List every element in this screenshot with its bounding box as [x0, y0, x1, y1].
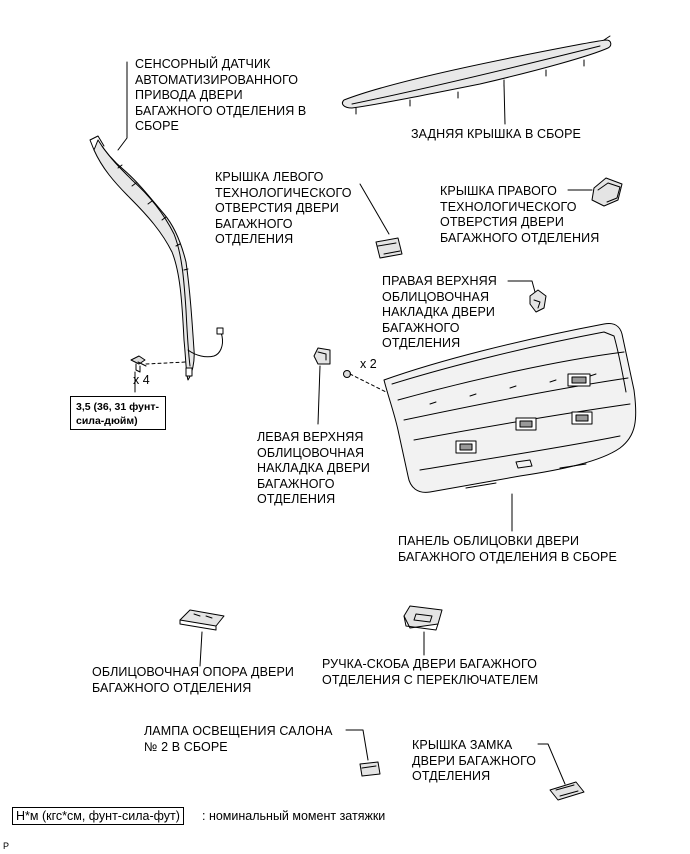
lock-cover-part [549, 781, 585, 801]
right-hole-cover-label: КРЫШКА ПРАВОГО ТЕХНОЛОГИЧЕСКОГО ОТВЕРСТИ… [440, 184, 600, 245]
lock-cover-leader [537, 743, 566, 785]
sensor-label: СЕНСОРНЫЙ ДАТЧИК АВТОМАТИЗИРОВАННОГО ПРИ… [135, 57, 307, 133]
trim-panel-label: ПАНЕЛЬ ОБЛИЦОВКИ ДВЕРИ БАГАЖНОГО ОТДЕЛЕН… [398, 534, 617, 564]
room-lamp-part [359, 761, 381, 777]
right-upper-garnish-part [529, 289, 547, 313]
left-hole-cover-part [375, 237, 403, 259]
trim-support-part [179, 609, 225, 631]
screw-part [130, 355, 187, 393]
clip-quantity: x 2 [360, 357, 377, 371]
right-upper-garnish-label: ПРАВАЯ ВЕРХНЯЯ ОБЛИЦОВОЧНАЯ НАКЛАДКА ДВЕ… [382, 274, 497, 350]
torque-spec-box: 3,5 (36, 31 фунт- сила-дюйм) [70, 396, 166, 430]
sensor-leader [117, 61, 128, 151]
room-lamp-label: ЛАМПА ОСВЕЩЕНИЯ САЛОНА № 2 В СБОРЕ [144, 724, 333, 754]
lock-cover-label: КРЫШКА ЗАМКА ДВЕРИ БАГАЖНОГО ОТДЕЛЕНИЯ [412, 738, 537, 783]
trim-support-label: ОБЛИЦОВОЧНАЯ ОПОРА ДВЕРИ БАГАЖНОГО ОТДЕЛ… [92, 665, 294, 695]
handle-label: РУЧКА-СКОБА ДВЕРИ БАГАЖНОГО ОТДЕЛЕНИЯ С … [322, 657, 539, 687]
legend-description: : номинальный момент затяжки [202, 809, 386, 823]
left-upper-garnish-leader [317, 365, 321, 425]
rear-cover-label: ЗАДНЯЯ КРЫШКА В СБОРЕ [411, 127, 581, 141]
corner-code: P [3, 841, 10, 851]
screw-quantity: x 4 [133, 373, 150, 387]
left-upper-garnish-part [313, 347, 331, 365]
trim-panel-part [383, 323, 637, 493]
left-hole-cover-label: КРЫШКА ЛЕВОГО ТЕХНОЛОГИЧЕСКОГО ОТВЕРСТИЯ… [215, 170, 352, 246]
legend-units-box: Н*м (кгс*см, фунт-сила-фут) [12, 807, 184, 825]
left-hole-cover-leader [359, 183, 390, 235]
clip-part [343, 370, 387, 393]
right-upper-garnish-leader [507, 280, 536, 293]
touch-sensor-part [89, 135, 224, 381]
right-hole-cover-part [591, 177, 623, 207]
rear-cover-part [341, 35, 612, 115]
trim-support-leader [199, 631, 203, 667]
room-lamp-leader [345, 729, 369, 761]
handle-part [403, 605, 443, 631]
rear-cover-leader [503, 83, 506, 125]
left-upper-garnish-label: ЛЕВАЯ ВЕРХНЯЯ ОБЛИЦОВОЧНАЯ НАКЛАДКА ДВЕР… [257, 430, 371, 506]
